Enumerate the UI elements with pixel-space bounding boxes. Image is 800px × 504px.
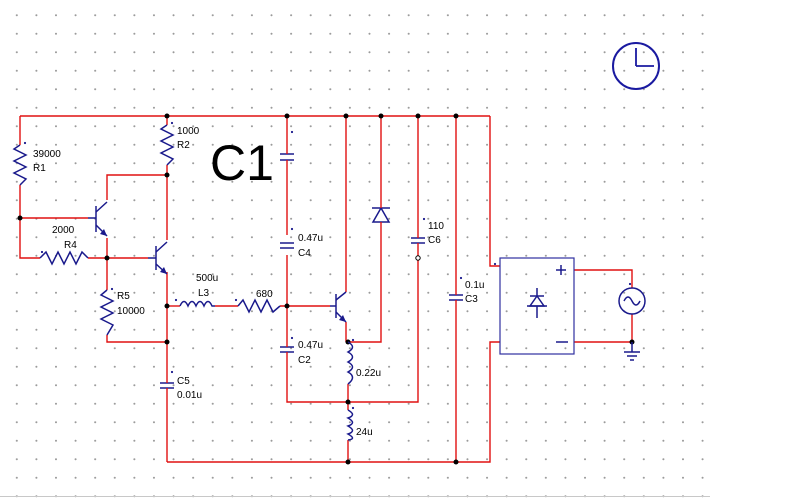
clock-icon[interactable] bbox=[612, 42, 660, 90]
capacitor-c3[interactable]: 0.1u C3 bbox=[449, 280, 484, 305]
svg-text:C2: C2 bbox=[298, 355, 311, 366]
pin-markers bbox=[23, 121, 632, 410]
svg-text:0.22u: 0.22u bbox=[356, 368, 381, 379]
svg-text:C5: C5 bbox=[177, 376, 190, 387]
resistor-r5[interactable]: R5 10000 bbox=[99, 289, 145, 336]
capacitor-c5[interactable]: C5 0.01u bbox=[160, 365, 202, 405]
svg-text:L3: L3 bbox=[198, 288, 210, 299]
resistor-680[interactable]: 680 bbox=[237, 289, 281, 314]
svg-text:10000: 10000 bbox=[117, 306, 145, 317]
resistor-r1[interactable]: 39000 R1 bbox=[12, 144, 61, 186]
svg-text:0.47u: 0.47u bbox=[298, 340, 323, 351]
resistor-r4[interactable]: 2000 R4 bbox=[39, 225, 89, 266]
junction-nodes bbox=[17, 113, 635, 465]
capacitor-c4[interactable]: 0.47u C4 bbox=[280, 233, 323, 259]
svg-text:C3: C3 bbox=[465, 294, 478, 305]
inductor-l3[interactable]: 500u L3 bbox=[179, 273, 218, 308]
capacitor-c1[interactable]: C1 bbox=[210, 135, 294, 191]
diode-icon[interactable] bbox=[371, 200, 391, 228]
svg-text:R5: R5 bbox=[117, 291, 130, 302]
svg-text:0.1u: 0.1u bbox=[465, 280, 484, 291]
inductor-24u[interactable]: 24u bbox=[346, 409, 373, 441]
inductor-0-22u[interactable]: 0.22u bbox=[346, 341, 381, 385]
svg-text:39000: 39000 bbox=[33, 149, 61, 160]
svg-text:500u: 500u bbox=[196, 273, 218, 284]
svg-text:C4: C4 bbox=[298, 248, 311, 259]
svg-text:0.47u: 0.47u bbox=[298, 233, 323, 244]
svg-text:680: 680 bbox=[256, 289, 273, 300]
svg-text:R2: R2 bbox=[177, 140, 190, 151]
svg-text:C6: C6 bbox=[428, 235, 441, 246]
resistor-r2[interactable]: 1000 R2 bbox=[159, 124, 200, 166]
svg-text:110: 110 bbox=[428, 221, 444, 232]
bridge-rectifier-icon[interactable] bbox=[499, 257, 575, 355]
svg-text:2000: 2000 bbox=[52, 225, 75, 236]
svg-text:C1: C1 bbox=[210, 135, 274, 191]
svg-text:R4: R4 bbox=[64, 240, 77, 251]
ground-icon bbox=[624, 342, 640, 361]
svg-text:R1: R1 bbox=[33, 163, 46, 174]
transistor-q3[interactable] bbox=[330, 291, 347, 323]
canvas-bottom-edge bbox=[0, 496, 710, 497]
capacitor-c6[interactable]: 110 C6 bbox=[411, 221, 444, 250]
transistor-q2[interactable] bbox=[148, 241, 168, 275]
capacitor-c2[interactable]: 0.47u C2 bbox=[280, 335, 323, 366]
ac-source-icon[interactable] bbox=[618, 287, 646, 315]
svg-text:24u: 24u bbox=[356, 427, 373, 438]
svg-text:0.01u: 0.01u bbox=[177, 390, 202, 401]
svg-text:1000: 1000 bbox=[177, 126, 200, 137]
schematic-grid bbox=[0, 0, 710, 500]
transistor-q1[interactable] bbox=[88, 201, 108, 237]
